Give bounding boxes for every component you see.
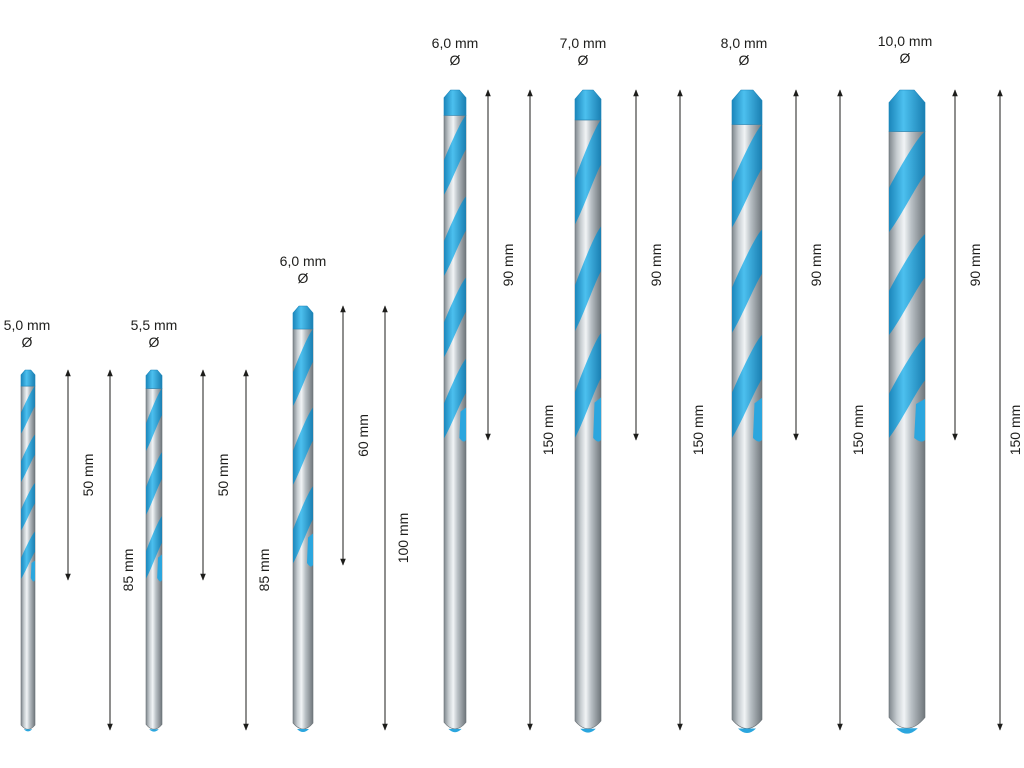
flute-length-label: 50 mm [80,454,96,497]
drill-end-tip [448,728,462,733]
drill-flute-band [444,358,466,439]
drill-end-tip [738,728,756,733]
diameter-symbol: Ø [900,50,911,66]
total-length-label: 150 mm [850,405,866,456]
drill-flute-band [21,386,35,434]
flute-length-label: 90 mm [648,244,664,287]
drill-carbide-head [888,89,926,132]
diameter-symbol: Ø [578,52,589,68]
diameter-label: 7,0 mm [560,35,607,51]
diameter-label: 5,0 mm [4,317,51,333]
diameter-symbol: Ø [298,270,309,286]
drill-flute-band [889,131,925,233]
drill-carbide-head [731,89,763,125]
drill-flute-band [21,483,35,531]
drill-bit-4: 6,0 mmØ 90 mm 150 mm [432,35,556,733]
drill-flute-band [575,119,601,225]
diameter-symbol: Ø [450,52,461,68]
drill-flute-band [889,337,925,438]
diameter-label: 6,0 mm [280,253,327,269]
drill-flute-band [444,196,466,277]
diameter-label: 10,0 mm [878,33,932,49]
flute-length-label: 50 mm [215,454,231,497]
total-length-label: 100 mm [395,513,411,564]
drill-carbide-head [574,89,602,121]
flute-length-label: 90 mm [500,244,516,287]
drill-bit-1: 5,0 mmØ 50 mm 85 mm [4,317,136,732]
diameter-symbol: Ø [22,334,33,350]
drill-flute-band [293,486,313,564]
total-length-label: 85 mm [256,549,272,592]
drill-carbide-head [443,89,467,116]
drill-flute-band [146,452,162,515]
drill-flute-band [444,115,466,195]
flute-length-label: 90 mm [808,244,824,287]
total-length-label: 150 mm [1007,405,1023,456]
total-length-label: 150 mm [540,405,556,456]
drill-flute-end [459,407,466,442]
drill-carbide-head [145,369,163,389]
drill-flute-end [30,560,35,582]
drill-end-tip [580,728,596,733]
drill-flute-end [307,533,313,567]
flute-length-label: 60 mm [355,414,371,457]
diameter-label: 5,5 mm [131,317,178,333]
drill-bit-7: 10,0 mmØ 90 mm 150 mm [878,33,1023,734]
flute-length-label: 90 mm [967,244,983,287]
drill-flute-band [21,434,35,483]
drill-flute-end [753,397,762,442]
drill-flute-end [157,554,162,582]
drill-end-tip [149,729,159,732]
total-length-label: 85 mm [120,549,136,592]
drill-flute-band [293,329,313,407]
diameter-symbol: Ø [739,52,750,68]
drill-end-tip [23,729,33,732]
drill-flute-band [575,333,601,438]
drill-bit-5: 7,0 mmØ 90 mm 150 mm [560,35,706,733]
diameter-label: 8,0 mm [721,35,768,51]
diameter-symbol: Ø [149,334,160,350]
drill-flute-band [146,388,162,451]
drill-flute-end [593,397,601,442]
drill-carbide-head [20,369,36,387]
drill-flute-band [889,234,925,336]
drill-flute-band [293,407,313,485]
total-length-label: 150 mm [690,405,706,456]
drill-flute-band [444,277,466,358]
drill-bit-3: 6,0 mmØ 60 mm 100 mm [280,253,411,732]
drill-end-tip [896,728,918,734]
drill-bit-2: 5,5 mmØ 50 mm 85 mm [131,317,272,732]
drill-flute-band [21,531,35,580]
drill-shank [443,115,467,730]
drill-flute-end [914,398,925,442]
drill-carbide-head [292,305,314,330]
drill-bit-6: 8,0 mmØ 90 mm 150 mm [721,35,866,733]
diameter-label: 6,0 mm [432,35,479,51]
drill-flute-band [575,226,601,332]
drill-flute-band [732,334,762,438]
drill-flute-band [146,516,162,579]
drill-flute-band [732,229,762,333]
drill-end-tip [297,729,309,732]
drill-flute-band [732,124,762,228]
